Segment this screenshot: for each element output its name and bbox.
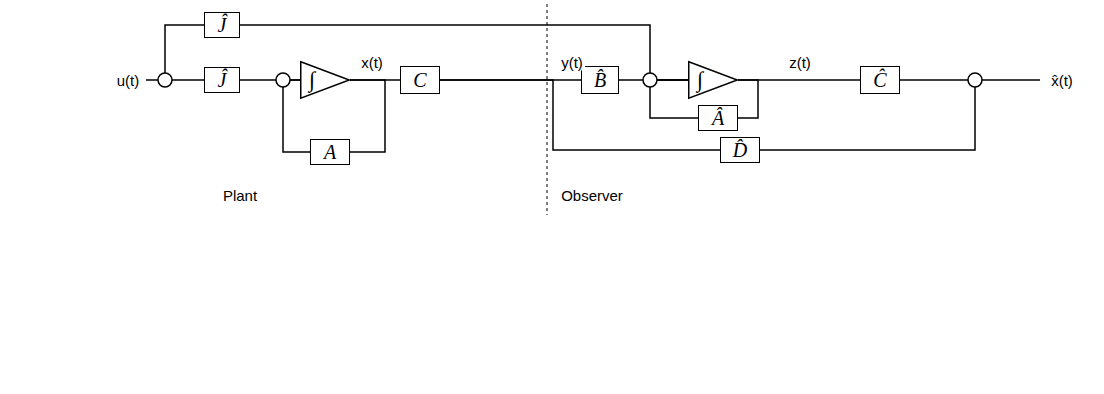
gain-box: A [310, 139, 350, 165]
input-wire [146, 79, 158, 81]
node-text: C [413, 70, 426, 90]
integrator-outline [300, 61, 350, 99]
output-wire [900, 79, 968, 81]
input-branch-wire [165, 25, 204, 73]
section-label: Observer [559, 187, 625, 204]
signal-label: u(t) [115, 72, 142, 89]
signal-label: x̂(t) [1049, 72, 1075, 89]
node-text: Ĵ [218, 70, 227, 90]
signal-label: x(t) [359, 54, 385, 71]
integrator-symbol: ∫ [300, 61, 350, 99]
node-text: Â [712, 108, 724, 128]
node-text: Ĉ [873, 70, 886, 90]
gain-box: C [400, 66, 440, 94]
divider-line [547, 4, 548, 215]
node-text: D̂ [733, 140, 747, 160]
gain-box: D̂ [720, 137, 760, 163]
integrator-triangle [301, 62, 350, 99]
feedthrough-wire [760, 87, 975, 150]
input-wire [172, 79, 204, 81]
junction-circle [158, 73, 172, 87]
node-text: Ĵ [218, 15, 227, 35]
gain-box: B̂ [581, 66, 619, 94]
gain-box: Â [698, 105, 738, 131]
signal-wire [738, 80, 758, 118]
signal-wire [738, 79, 860, 81]
node-text: B̂ [594, 70, 606, 90]
gain-box: Ĉ [860, 66, 900, 94]
node-text: A [324, 142, 336, 162]
integrator-symbol: ∫ [688, 61, 738, 99]
gain-box: Ĵ [204, 12, 240, 38]
signal-label: y(t) [559, 54, 585, 71]
signal-label: z(t) [787, 54, 813, 71]
signal-wire [350, 80, 385, 152]
integrator-triangle [689, 62, 738, 99]
section-label: Plant [221, 187, 259, 204]
node-text: ∫ [697, 69, 703, 91]
signal-wire [440, 80, 720, 150]
summing-junction [968, 73, 982, 87]
integrator-outline [688, 61, 738, 99]
node-text: ∫ [309, 69, 315, 91]
gain-box: Ĵ [204, 67, 240, 93]
summing-junction [643, 73, 657, 87]
summing-junction [276, 73, 290, 87]
output-wire [982, 79, 1040, 81]
